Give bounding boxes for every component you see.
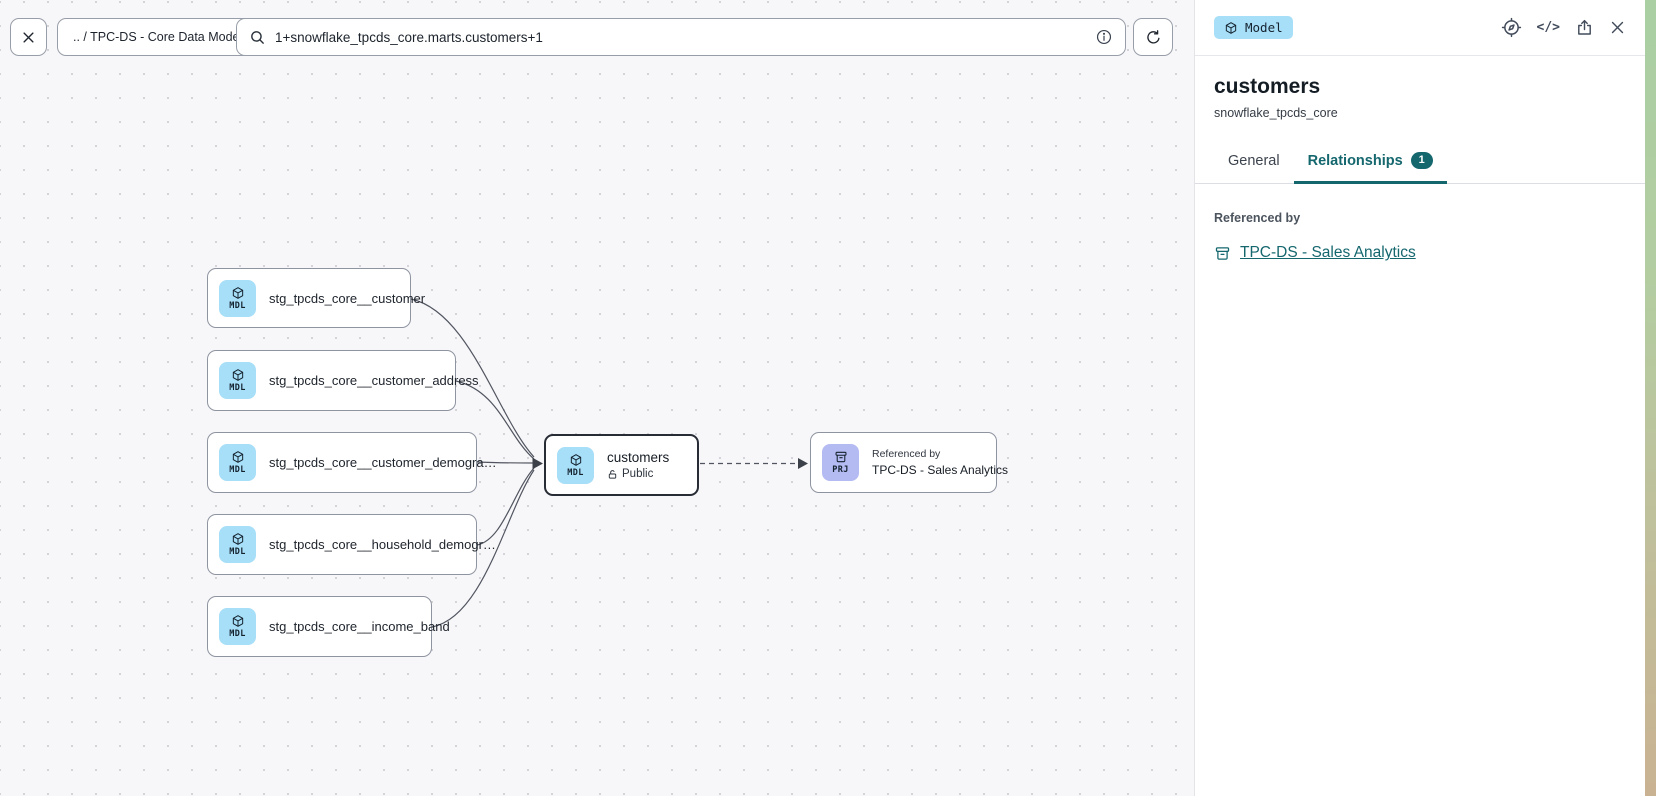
node-label: TPC-DS - Sales Analytics — [872, 463, 1008, 477]
lineage-node-stg-customer-address[interactable]: MDL stg_tpcds_core__customer_address — [207, 350, 456, 411]
model-type-label: Model — [1245, 20, 1283, 35]
badge-label: MDL — [229, 383, 246, 393]
compass-icon[interactable] — [1501, 17, 1522, 38]
close-lineage-button[interactable] — [10, 18, 47, 56]
breadcrumb-label: .. / TPC-DS - Core Data Models — [73, 30, 249, 44]
page-subtitle: snowflake_tpcds_core — [1214, 106, 1626, 120]
lineage-node-stg-customer[interactable]: MDL stg_tpcds_core__customer — [207, 268, 411, 328]
desktop-wallpaper-sliver — [1645, 0, 1656, 796]
tab-general[interactable]: General — [1214, 141, 1294, 184]
node-label: stg_tpcds_core__household_demogr… — [269, 537, 496, 552]
refresh-button[interactable] — [1133, 18, 1173, 56]
details-panel: Model </> customers snowflake_tpcds_core… — [1194, 0, 1645, 796]
lineage-search-bar[interactable] — [236, 18, 1126, 56]
model-badge-icon: MDL — [219, 608, 256, 645]
node-label: stg_tpcds_core__income_band — [269, 619, 450, 634]
badge-label: MDL — [229, 629, 246, 639]
close-icon — [21, 30, 36, 45]
tab-relationships-label: Relationships — [1308, 153, 1403, 169]
badge-label: MDL — [229, 301, 246, 311]
model-type-badge: Model — [1214, 16, 1293, 39]
node-label: stg_tpcds_core__customer — [269, 291, 425, 306]
search-input[interactable] — [275, 30, 1086, 45]
node-label: customers — [607, 450, 669, 465]
lineage-node-stg-customer-demographics[interactable]: MDL stg_tpcds_core__customer_demogra… — [207, 432, 477, 493]
badge-label: PRJ — [832, 465, 849, 475]
lineage-node-stg-household-demographics[interactable]: MDL stg_tpcds_core__household_demogr… — [207, 514, 477, 575]
lineage-edges — [0, 0, 1194, 796]
node-label: stg_tpcds_core__customer_address — [269, 373, 479, 388]
model-badge-icon: MDL — [219, 444, 256, 481]
panel-tabs: General Relationships 1 — [1195, 141, 1645, 184]
referenced-by-label: Referenced by — [1214, 211, 1626, 225]
refresh-icon — [1145, 29, 1162, 46]
node-label: stg_tpcds_core__customer_demogra… — [269, 455, 497, 470]
lineage-node-referencing-project[interactable]: PRJ Referenced by TPC-DS - Sales Analyti… — [810, 432, 997, 493]
project-icon — [1214, 245, 1231, 262]
node-caption: Referenced by — [872, 448, 1008, 460]
project-badge-icon: PRJ — [822, 444, 859, 481]
close-panel-icon[interactable] — [1609, 19, 1626, 36]
model-badge-icon: MDL — [557, 447, 594, 484]
model-badge-icon: MDL — [219, 526, 256, 563]
lineage-node-stg-income-band[interactable]: MDL stg_tpcds_core__income_band — [207, 596, 432, 657]
referencing-project-link-label: TPC-DS - Sales Analytics — [1240, 244, 1416, 262]
tab-general-label: General — [1228, 153, 1280, 169]
breadcrumb[interactable]: .. / TPC-DS - Core Data Models — [57, 18, 265, 56]
badge-label: MDL — [229, 465, 246, 475]
model-badge-icon: MDL — [219, 280, 256, 317]
tab-relationships[interactable]: Relationships 1 — [1294, 141, 1447, 184]
panel-header: Model </> — [1195, 0, 1645, 56]
share-icon[interactable] — [1575, 18, 1594, 37]
badge-label: MDL — [567, 468, 584, 478]
model-badge-icon: MDL — [219, 362, 256, 399]
lineage-canvas[interactable]: .. / TPC-DS - Core Data Models MDL stg_t… — [0, 0, 1194, 796]
page-title: customers — [1214, 75, 1626, 99]
referencing-project-link[interactable]: TPC-DS - Sales Analytics — [1214, 244, 1626, 262]
unlock-icon — [607, 469, 618, 480]
info-icon[interactable] — [1095, 28, 1113, 46]
code-icon[interactable]: </> — [1537, 20, 1560, 35]
visibility-label: Public — [622, 468, 653, 480]
relationships-count-badge: 1 — [1411, 152, 1433, 169]
badge-label: MDL — [229, 547, 246, 557]
cube-icon — [1224, 21, 1238, 35]
lineage-node-customers-selected[interactable]: MDL customers Public — [544, 434, 699, 496]
search-icon — [249, 29, 266, 46]
